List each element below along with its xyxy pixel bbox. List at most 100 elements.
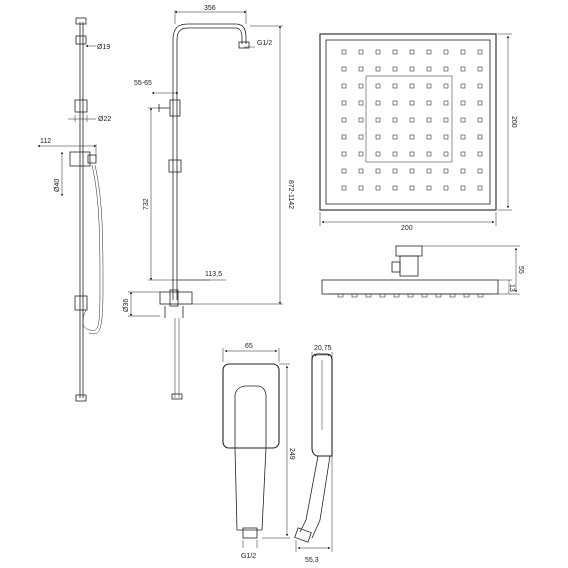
dim-hs-length: 249: [288, 448, 295, 460]
nozzle-side: [449, 293, 456, 298]
nozzle: [392, 49, 398, 55]
nozzle: [375, 134, 381, 140]
nozzle: [443, 168, 449, 174]
nozzle: [460, 100, 466, 106]
handshower-front-handle: [234, 447, 267, 531]
dim-hs-offset: 55,3: [305, 557, 319, 564]
nozzle: [375, 49, 381, 55]
nozzle: [358, 151, 364, 157]
nozzle: [341, 66, 347, 72]
nozzle: [409, 168, 415, 174]
nozzle: [375, 185, 381, 191]
nozzle: [409, 100, 415, 106]
nozzle: [460, 151, 466, 157]
diverter-knob: [169, 99, 181, 117]
handshower-front-view: 65 249 G1/2: [222, 343, 295, 560]
nozzle: [426, 117, 432, 123]
nozzle-side: [379, 293, 386, 298]
dim-lower-height: 732: [143, 198, 150, 210]
rail-lower-clamp: [74, 295, 88, 311]
dim-hs-thickness: 20,75: [314, 345, 332, 352]
head-center-zone: [365, 75, 453, 163]
nozzle: [460, 66, 466, 72]
dim-dia-19: Ø19: [97, 44, 110, 51]
rail-top-cap: [75, 17, 87, 25]
nozzle: [477, 151, 483, 157]
head-outer-frame: [319, 33, 497, 211]
nozzle: [392, 185, 398, 191]
nozzle: [341, 117, 347, 123]
nozzle-side: [337, 293, 344, 298]
dim-mixer-depth: 113,5: [205, 271, 222, 278]
nozzle: [409, 66, 415, 72]
dim-thread-top: G1/2: [257, 40, 272, 47]
nozzle: [409, 185, 415, 191]
nozzle: [426, 151, 432, 157]
dim-dia-22: Ø22: [98, 116, 111, 123]
shower-head-top-view: 200 200: [319, 33, 517, 232]
nozzle: [443, 100, 449, 106]
nozzle: [426, 100, 432, 106]
nozzle-side: [365, 293, 372, 298]
dim-hs-width: 65: [245, 343, 253, 350]
dim-hs-thread: G1/2: [241, 553, 256, 560]
nozzle: [477, 66, 483, 72]
nozzle-row-side: [337, 293, 484, 298]
column-holder: [168, 159, 182, 173]
nozzle: [426, 66, 432, 72]
thermostatic-mixer: [159, 291, 193, 305]
nozzle: [477, 83, 483, 89]
nozzle: [358, 168, 364, 174]
nozzle: [358, 66, 364, 72]
handshower-side-handle-front: [299, 455, 319, 533]
nozzle: [460, 49, 466, 55]
nozzle: [392, 66, 398, 72]
nozzle: [375, 168, 381, 174]
nozzle: [409, 151, 415, 157]
head-ball-joint: [399, 255, 419, 277]
handshower-front-head: [222, 363, 280, 449]
nozzle: [443, 185, 449, 191]
nozzle-side: [435, 293, 442, 298]
nozzle: [392, 83, 398, 89]
head-inner-frame: [325, 39, 491, 205]
dim-total-height: 872-1142: [287, 180, 294, 209]
dim-mixer-dia: Ø36: [123, 299, 130, 312]
nozzle-side: [393, 293, 400, 298]
nozzle: [477, 117, 483, 123]
nozzle: [392, 134, 398, 140]
dim-head-width: 200: [401, 225, 413, 232]
shower-column-view: 356 G1/2 55-65 872-1142 732 113,5 Ø36: [123, 5, 294, 400]
handshower-set-view: Ø19 Ø22 112 Ø40: [37, 17, 111, 402]
nozzle: [426, 49, 432, 55]
nozzle: [443, 151, 449, 157]
nozzle: [358, 134, 364, 140]
nozzle: [358, 100, 364, 106]
rail-bottom-cap: [75, 394, 87, 402]
nozzle-grid: [341, 49, 483, 191]
nozzle: [375, 66, 381, 72]
nozzle: [392, 117, 398, 123]
handshower-front-neck: [234, 385, 267, 448]
dim-dia-40: Ø40: [54, 179, 61, 192]
shower-hose: [82, 164, 101, 331]
nozzle: [341, 185, 347, 191]
rail-top-fitting: [75, 35, 87, 45]
nozzle: [392, 100, 398, 106]
nozzle: [358, 49, 364, 55]
nozzle: [426, 134, 432, 140]
nozzle: [477, 49, 483, 55]
nozzle: [341, 134, 347, 140]
nozzle: [477, 185, 483, 191]
nozzle: [341, 83, 347, 89]
nozzle-side: [421, 293, 428, 298]
nozzle-side: [463, 293, 470, 298]
nozzle: [341, 100, 347, 106]
dim-head-thickness: 13: [508, 284, 515, 292]
nozzle: [460, 117, 466, 123]
dim-width-112: 112: [40, 138, 51, 145]
nozzle: [392, 168, 398, 174]
nozzle: [375, 117, 381, 123]
nozzle: [460, 134, 466, 140]
